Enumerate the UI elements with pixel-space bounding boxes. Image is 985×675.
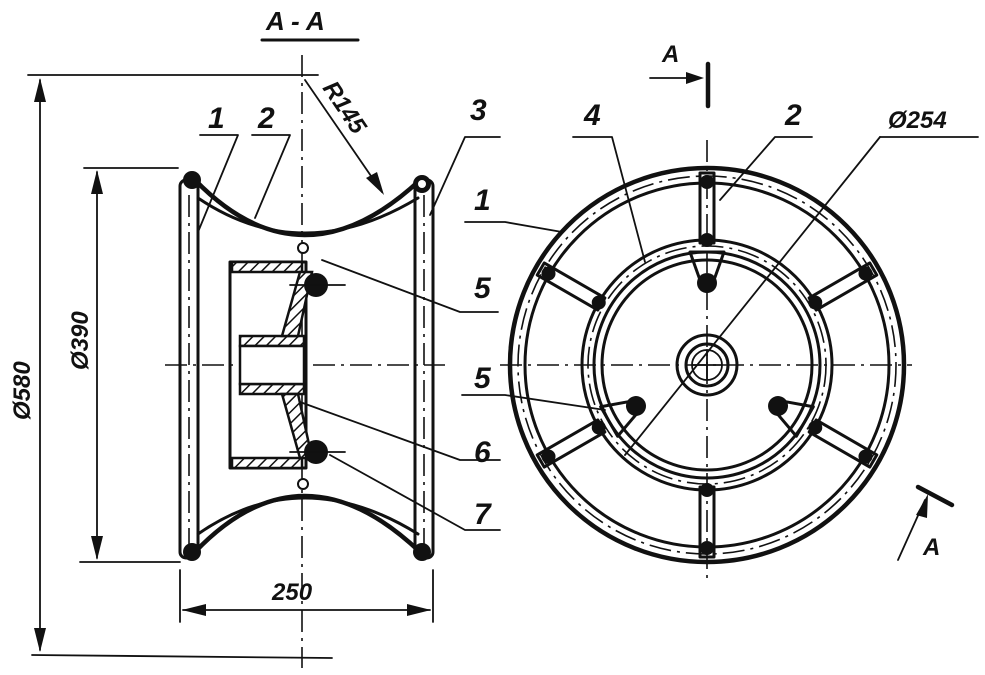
dim-radius-line <box>304 79 383 193</box>
arrow-up-icon <box>34 78 46 102</box>
arrow-right-icon <box>407 604 431 616</box>
section-view: A - A Ø580 Ø390 250 R145 <box>9 6 501 668</box>
joint-bottom-right <box>413 543 431 561</box>
hub-bore <box>238 344 306 386</box>
arrow-down-icon <box>91 536 103 560</box>
front-callout-2: 2 <box>784 99 802 132</box>
section-title: A - A <box>265 6 325 36</box>
arrow-down-icon <box>34 628 46 652</box>
callout-6: 6 <box>474 436 491 469</box>
joint-top-left <box>183 171 201 189</box>
hub-outer <box>675 333 739 397</box>
hub-top <box>238 334 306 348</box>
joint-bottom-left <box>183 543 201 561</box>
spokes <box>535 171 879 559</box>
dim-hub-circle-diameter: Ø254 <box>888 107 947 134</box>
hub-bottom <box>238 382 306 396</box>
hub-inner <box>684 342 730 388</box>
callout-3: 3 <box>470 94 487 127</box>
callout-1: 1 <box>208 102 225 135</box>
front-callout-5: 5 <box>474 362 492 395</box>
arrow-icon <box>916 494 928 518</box>
lower-curved-tube-inner <box>196 496 420 536</box>
dim-width: 250 <box>271 579 313 606</box>
arrow-left-icon <box>182 604 206 616</box>
upper-curved-tube-outer <box>192 177 423 238</box>
dim-254-line <box>624 136 881 456</box>
dim-radius: R145 <box>317 76 372 139</box>
front-view: A A <box>461 41 979 580</box>
outer-rim <box>507 165 907 565</box>
section-marker-bottom: A <box>922 534 940 561</box>
arrow-right-icon <box>686 72 704 84</box>
front-callout-1: 1 <box>474 184 491 217</box>
upper-curved-tube-inner <box>196 196 420 235</box>
callout-5: 5 <box>474 272 492 305</box>
callout-2: 2 <box>257 102 275 135</box>
dim-580-ext-bottom <box>31 654 333 659</box>
arrow-icon <box>366 172 384 195</box>
brackets <box>599 250 815 438</box>
section-marker-top: A <box>661 41 679 68</box>
dim-rim-diameter: Ø390 <box>67 311 94 370</box>
front-callout-4: 4 <box>583 99 601 132</box>
lower-curved-tube-outer <box>192 493 423 555</box>
arrow-up-icon <box>91 170 103 194</box>
callout-7: 7 <box>474 498 492 531</box>
dim-outer-diameter: Ø580 <box>9 361 36 420</box>
